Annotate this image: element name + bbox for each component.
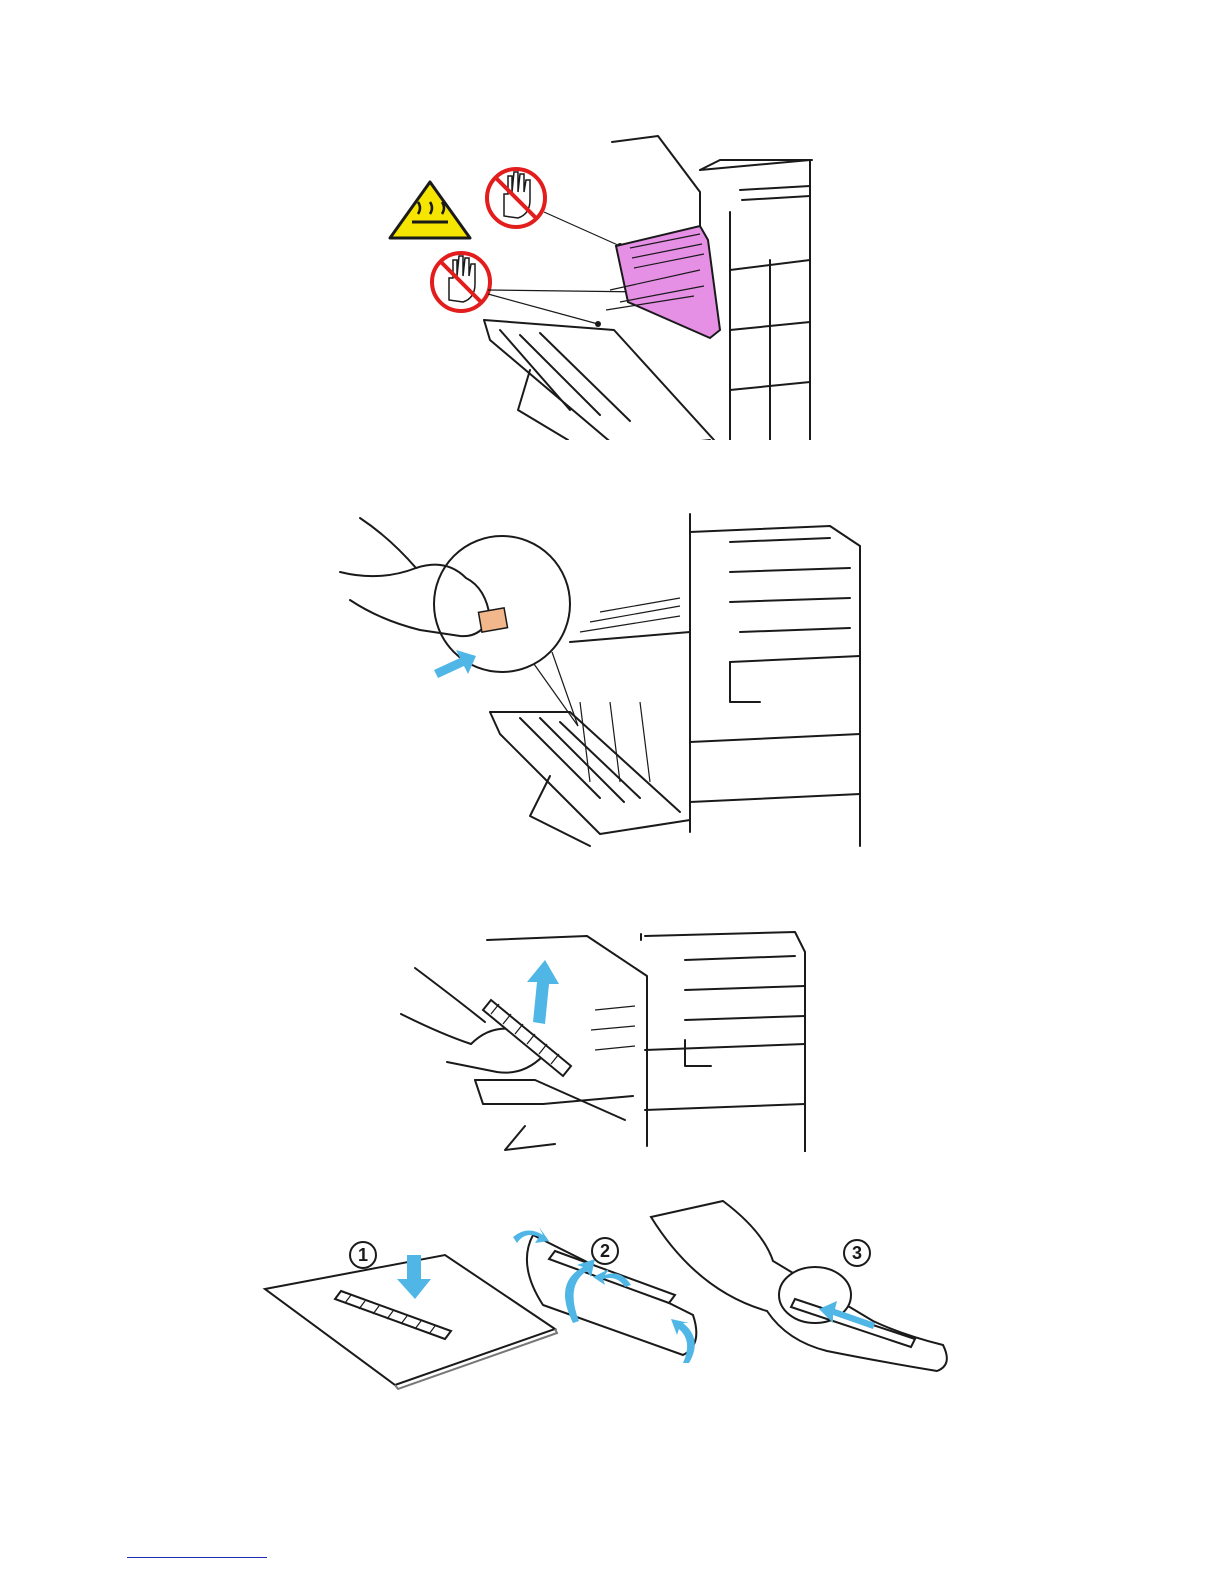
do-not-touch-icon [432, 253, 490, 311]
fuser-warning-figure [380, 130, 830, 440]
step-1-panel: 1 [265, 1242, 557, 1389]
press-latch-figure [330, 512, 870, 850]
step-2-label: 2 [600, 1241, 610, 1261]
wrap-roller-figure: 1 2 3 [255, 1195, 955, 1395]
step-2-panel: 2 [513, 1227, 696, 1363]
step-3-panel: 3 [651, 1201, 947, 1371]
hot-surface-warning-icon [390, 182, 470, 238]
blue-up-arrow-icon [527, 960, 559, 1024]
step-3-label: 3 [852, 1243, 862, 1263]
remove-roller-figure [395, 930, 815, 1152]
footer-link-underline[interactable] [127, 1557, 267, 1558]
do-not-touch-icon [487, 169, 545, 227]
step-1-label: 1 [358, 1245, 368, 1265]
